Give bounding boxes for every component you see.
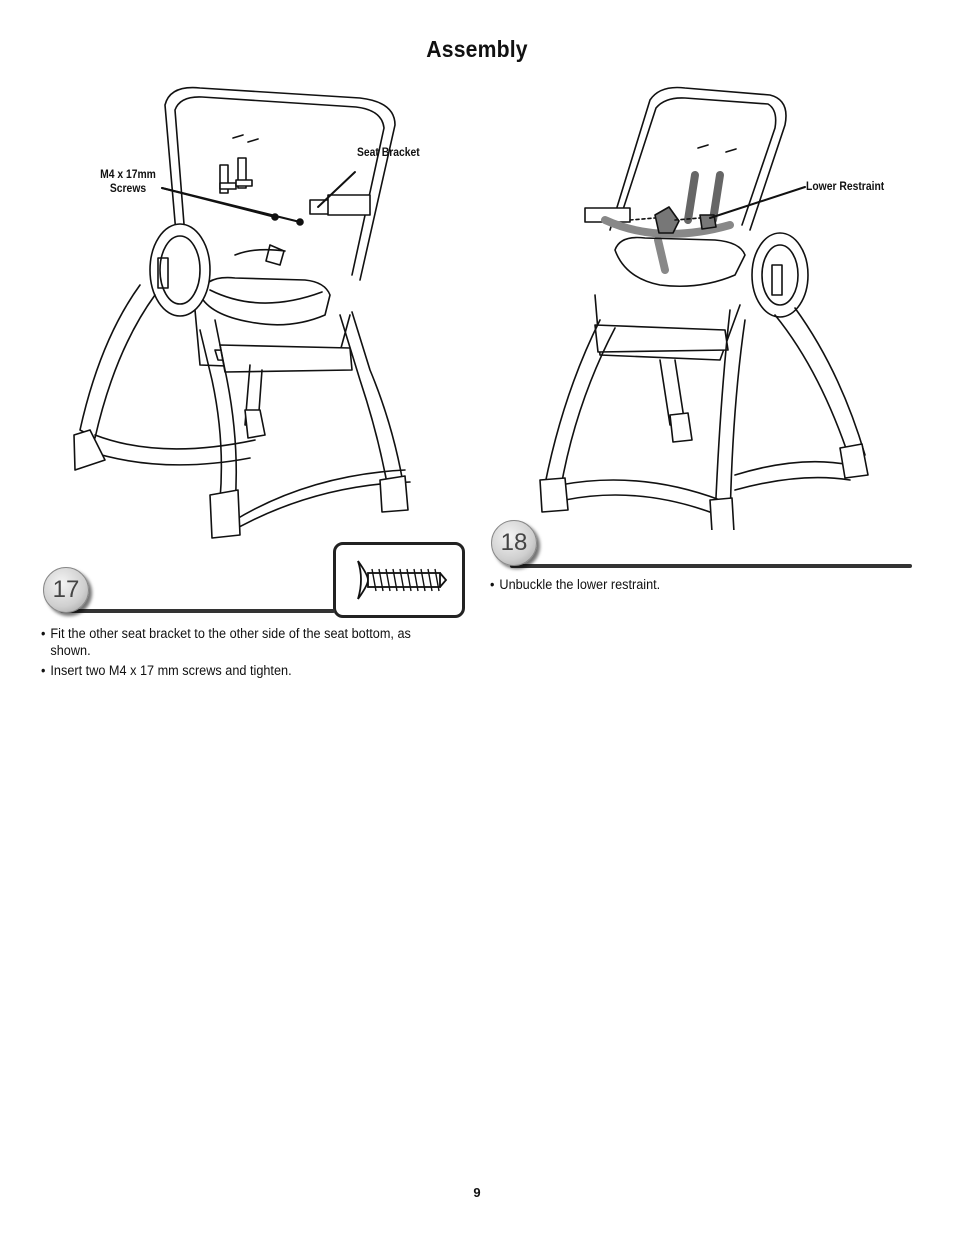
step18-instructions: Unbuckle the lower restraint. bbox=[490, 577, 885, 598]
step18-instruction-1: Unbuckle the lower restraint. bbox=[490, 577, 885, 594]
callout-screws-line1: M4 x 17mm bbox=[100, 169, 156, 181]
step17-instructions: Fit the other seat bracket to the other … bbox=[41, 626, 426, 684]
step18-number: 18 bbox=[491, 520, 537, 566]
step18-rule bbox=[510, 564, 912, 568]
callout-screws-line2: Screws bbox=[109, 183, 147, 195]
screw-actual-size-box bbox=[333, 542, 465, 618]
callout-m4-screws: M4 x 17mm Screws bbox=[92, 168, 164, 196]
callout-seat-bracket: Seat Bracket bbox=[357, 147, 420, 159]
step17-rule bbox=[60, 609, 335, 613]
high-chair-illustration-step17 bbox=[73, 86, 411, 539]
step17-instruction-2: Insert two M4 x 17 mm screws and tighten… bbox=[41, 663, 426, 680]
page-title: Assembly bbox=[426, 36, 528, 62]
high-chair-illustration-step18 bbox=[539, 86, 869, 530]
step17-instruction-1: Fit the other seat bracket to the other … bbox=[41, 626, 426, 659]
screw-icon bbox=[357, 560, 448, 600]
callout-lower-restraint: Lower Restraint bbox=[806, 181, 885, 193]
step17-number: 17 bbox=[43, 567, 89, 613]
page-number: 9 bbox=[473, 1185, 481, 1200]
